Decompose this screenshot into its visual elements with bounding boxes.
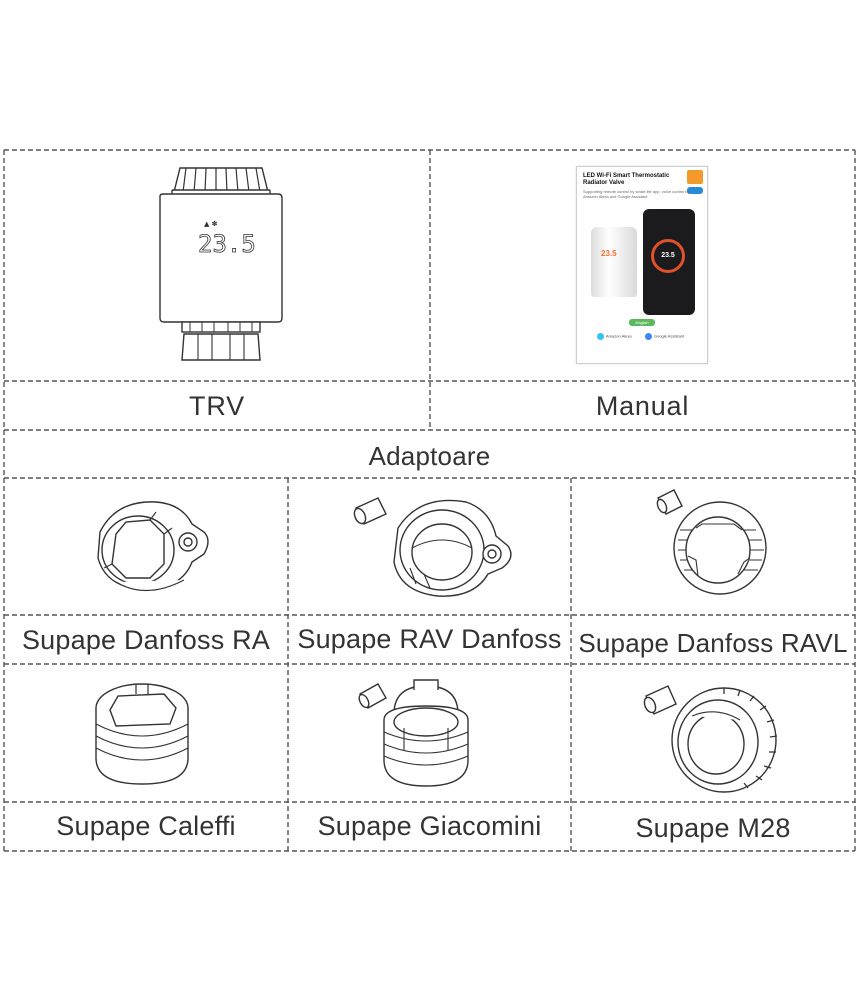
manual-badge-icon: [687, 170, 703, 184]
adapters-header: Adaptoare: [368, 441, 491, 471]
adapter-cell-3: Supape Danfoss RAVL: [571, 615, 855, 664]
adapter-rav-danfoss-illustration: [353, 497, 512, 597]
manual-cover-illustration: LED Wi-Fi Smart Thermostatic Radiator Va…: [576, 166, 708, 364]
adapter-label: Supape Danfoss RAVL: [578, 628, 848, 658]
adapter-cell-2: Supape RAV Danfoss: [288, 615, 571, 664]
adapter-giacomini-illustration: [358, 679, 469, 787]
manual-trv-photo: 23.5: [591, 227, 637, 297]
adapters-header-cell: Adaptoare: [4, 430, 855, 478]
manual-google-logo: Google Assistant: [645, 333, 689, 343]
manual-subtitle: Supporting remote control by smart life …: [583, 189, 690, 199]
adapter-caleffi-illustration: [95, 683, 189, 785]
adapter-danfoss-ravl-illustration: [656, 489, 767, 595]
adapter-danfoss-ra-illustration: [97, 501, 209, 592]
adapter-label: Supape RAV Danfoss: [297, 624, 562, 654]
adapter-cell-1: Supape Danfoss RA: [4, 615, 288, 664]
manual-label: Manual: [595, 391, 690, 421]
trv-cell: TRV: [4, 381, 430, 430]
manual-title: LED Wi-Fi Smart Thermostatic Radiator Va…: [583, 173, 670, 186]
adapter-label: Supape Danfoss RA: [21, 625, 271, 655]
manual-phone-photo: 23.5: [643, 209, 695, 315]
adapter-label: Supape Giacomini: [317, 811, 542, 841]
manual-wifi-badge-icon: [687, 187, 703, 194]
manual-trv-display: 23.5: [601, 249, 617, 258]
trv-display-value: 23.5: [198, 230, 256, 258]
manual-alexa-logo: Amazon Alexa: [597, 333, 633, 343]
svg-text:▲ ✽: ▲ ✽: [204, 220, 218, 228]
adapter-label: Supape M28: [635, 813, 791, 843]
manual-cell: Manual: [430, 381, 855, 430]
trv-device-illustration: 23.5 ▲ ✽: [159, 167, 283, 361]
adapter-label: Supape Caleffi: [56, 811, 236, 841]
manual-phone-temp: 23.5: [661, 252, 675, 259]
manual-phone-dial: 23.5: [651, 239, 685, 273]
adapter-cell-5: Supape Giacomini: [288, 802, 571, 851]
trv-label: TRV: [189, 391, 245, 421]
manual-language-badge: English: [629, 319, 655, 326]
adapter-cell-6: Supape M28: [571, 802, 855, 851]
adapter-cell-4: Supape Caleffi: [4, 802, 288, 851]
adapter-m28-illustration: [643, 685, 778, 793]
